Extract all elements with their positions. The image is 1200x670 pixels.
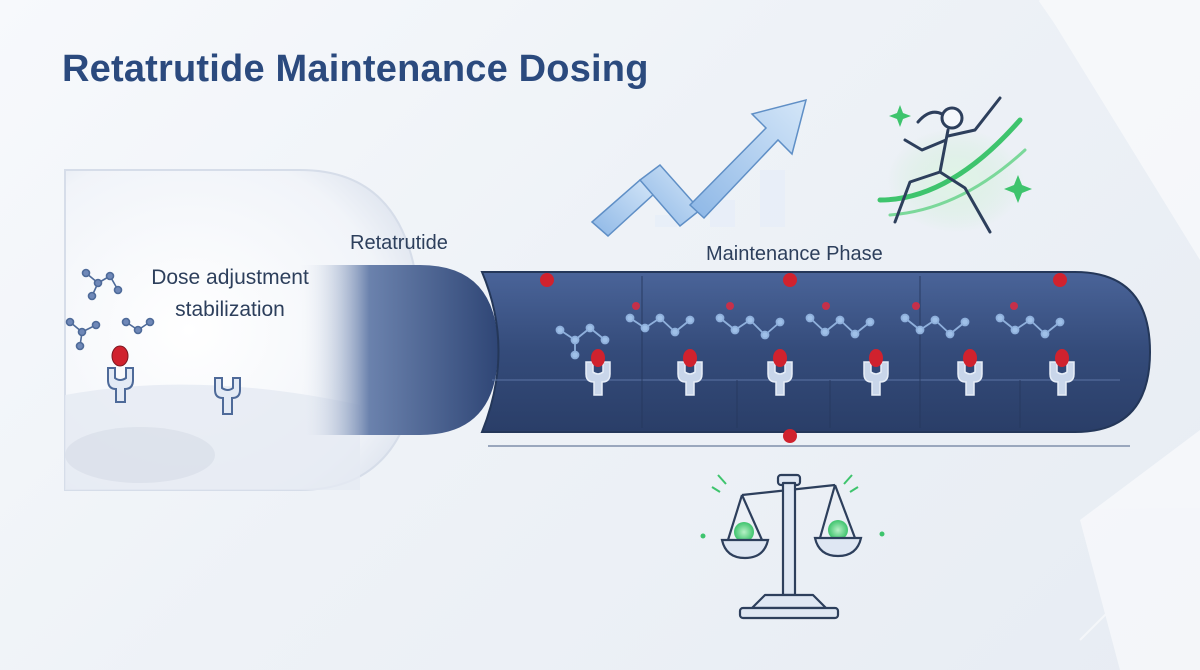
molecule-icon	[555, 323, 610, 360]
running-person-icon	[877, 96, 1032, 234]
molecule-icon	[995, 313, 1065, 339]
molecule-icon	[715, 313, 785, 340]
molecule-icons	[555, 302, 1065, 360]
dose-marker	[783, 429, 797, 443]
receptor-icon	[767, 349, 793, 396]
maintenance-tube	[480, 271, 1152, 433]
receptor-icon	[1049, 349, 1075, 396]
dose-marker	[540, 273, 554, 287]
cell-nucleus	[65, 427, 215, 483]
receptor-icon	[677, 349, 703, 396]
molecule-icon	[65, 317, 101, 351]
upward-trend-arrow-icon	[590, 98, 808, 238]
molecule-icon	[900, 313, 970, 339]
dose-label: Dose adjustment stabilization	[151, 266, 309, 321]
receptor-icon	[863, 349, 889, 396]
receptor-icon	[585, 349, 611, 396]
receptor-icon	[957, 349, 983, 396]
molecule-icon	[81, 268, 123, 301]
balance-scale-icon	[700, 473, 885, 620]
drug-label: Retatrutide	[350, 232, 448, 254]
dose-marker	[783, 273, 797, 287]
tube-left-segment	[300, 265, 498, 435]
receptor-row	[585, 349, 1075, 396]
phase-label: Maintenance Phase	[706, 243, 883, 265]
molecule-icon	[121, 317, 155, 335]
receptor-icon	[107, 345, 134, 403]
receptor-icon	[214, 377, 241, 415]
molecule-icon	[805, 313, 875, 339]
dose-marker	[1053, 273, 1067, 287]
background-decoration	[1038, 0, 1200, 670]
page-title: Retatrutide Maintenance Dosing	[62, 48, 649, 90]
dose-markers	[540, 273, 1067, 443]
molecule-icon	[625, 313, 695, 337]
cell-molecules	[65, 268, 241, 415]
